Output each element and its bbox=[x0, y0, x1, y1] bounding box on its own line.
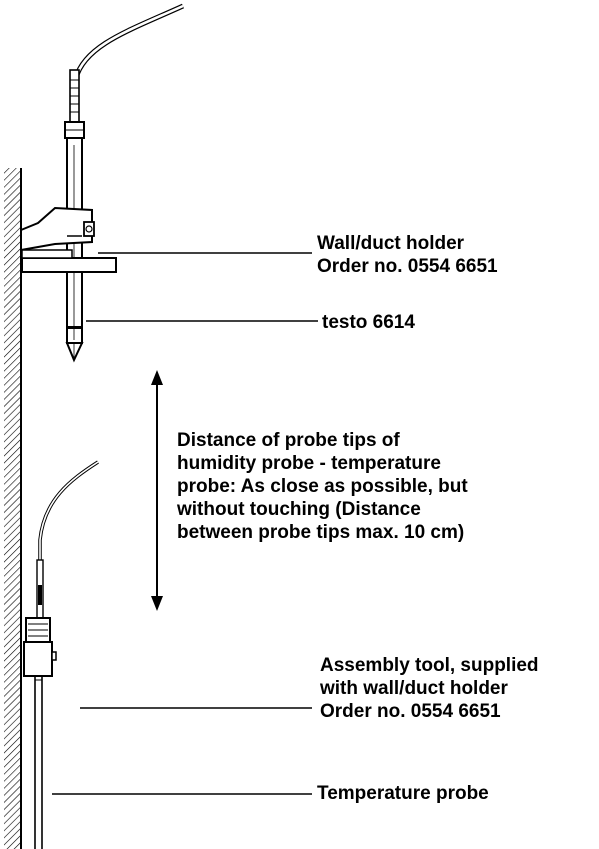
assembly-tool-label: Assembly tool, supplied with wall/duct h… bbox=[320, 655, 539, 722]
wall-holder-label: Wall/duct holder Order no. 0554 6651 bbox=[317, 233, 498, 277]
humidity-probe-tip bbox=[65, 342, 84, 363]
wall-duct-holder bbox=[20, 206, 117, 273]
probe-model-label: testo 6614 bbox=[322, 312, 415, 333]
strain-relief bbox=[69, 69, 80, 123]
humidity-probe-cable bbox=[70, 3, 185, 101]
distance-note-label: Distance of probe tips of humidity probe… bbox=[177, 430, 468, 543]
temperature-probe-label: Temperature probe bbox=[317, 783, 489, 804]
temperature-probe-body bbox=[34, 559, 44, 849]
wall-hatching bbox=[4, 168, 20, 849]
assembly-tool bbox=[23, 617, 57, 677]
wall bbox=[4, 168, 22, 849]
temperature-probe-cable bbox=[38, 460, 99, 562]
distance-arrow bbox=[151, 370, 163, 611]
holder-screw bbox=[83, 221, 95, 237]
